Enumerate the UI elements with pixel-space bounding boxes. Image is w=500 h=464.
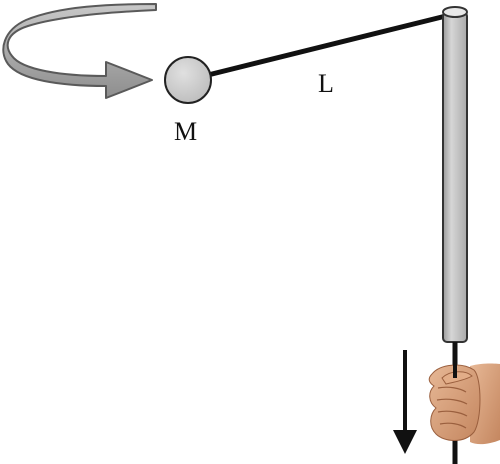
length-label: L [318,69,334,98]
hand-icon [428,362,500,445]
vertical-tube [442,6,468,343]
down-arrow-icon [393,350,417,454]
mass-label: M [174,117,197,146]
curved-rotation-arrow-icon [2,3,157,99]
mass-ball [164,56,212,104]
string [205,11,457,78]
